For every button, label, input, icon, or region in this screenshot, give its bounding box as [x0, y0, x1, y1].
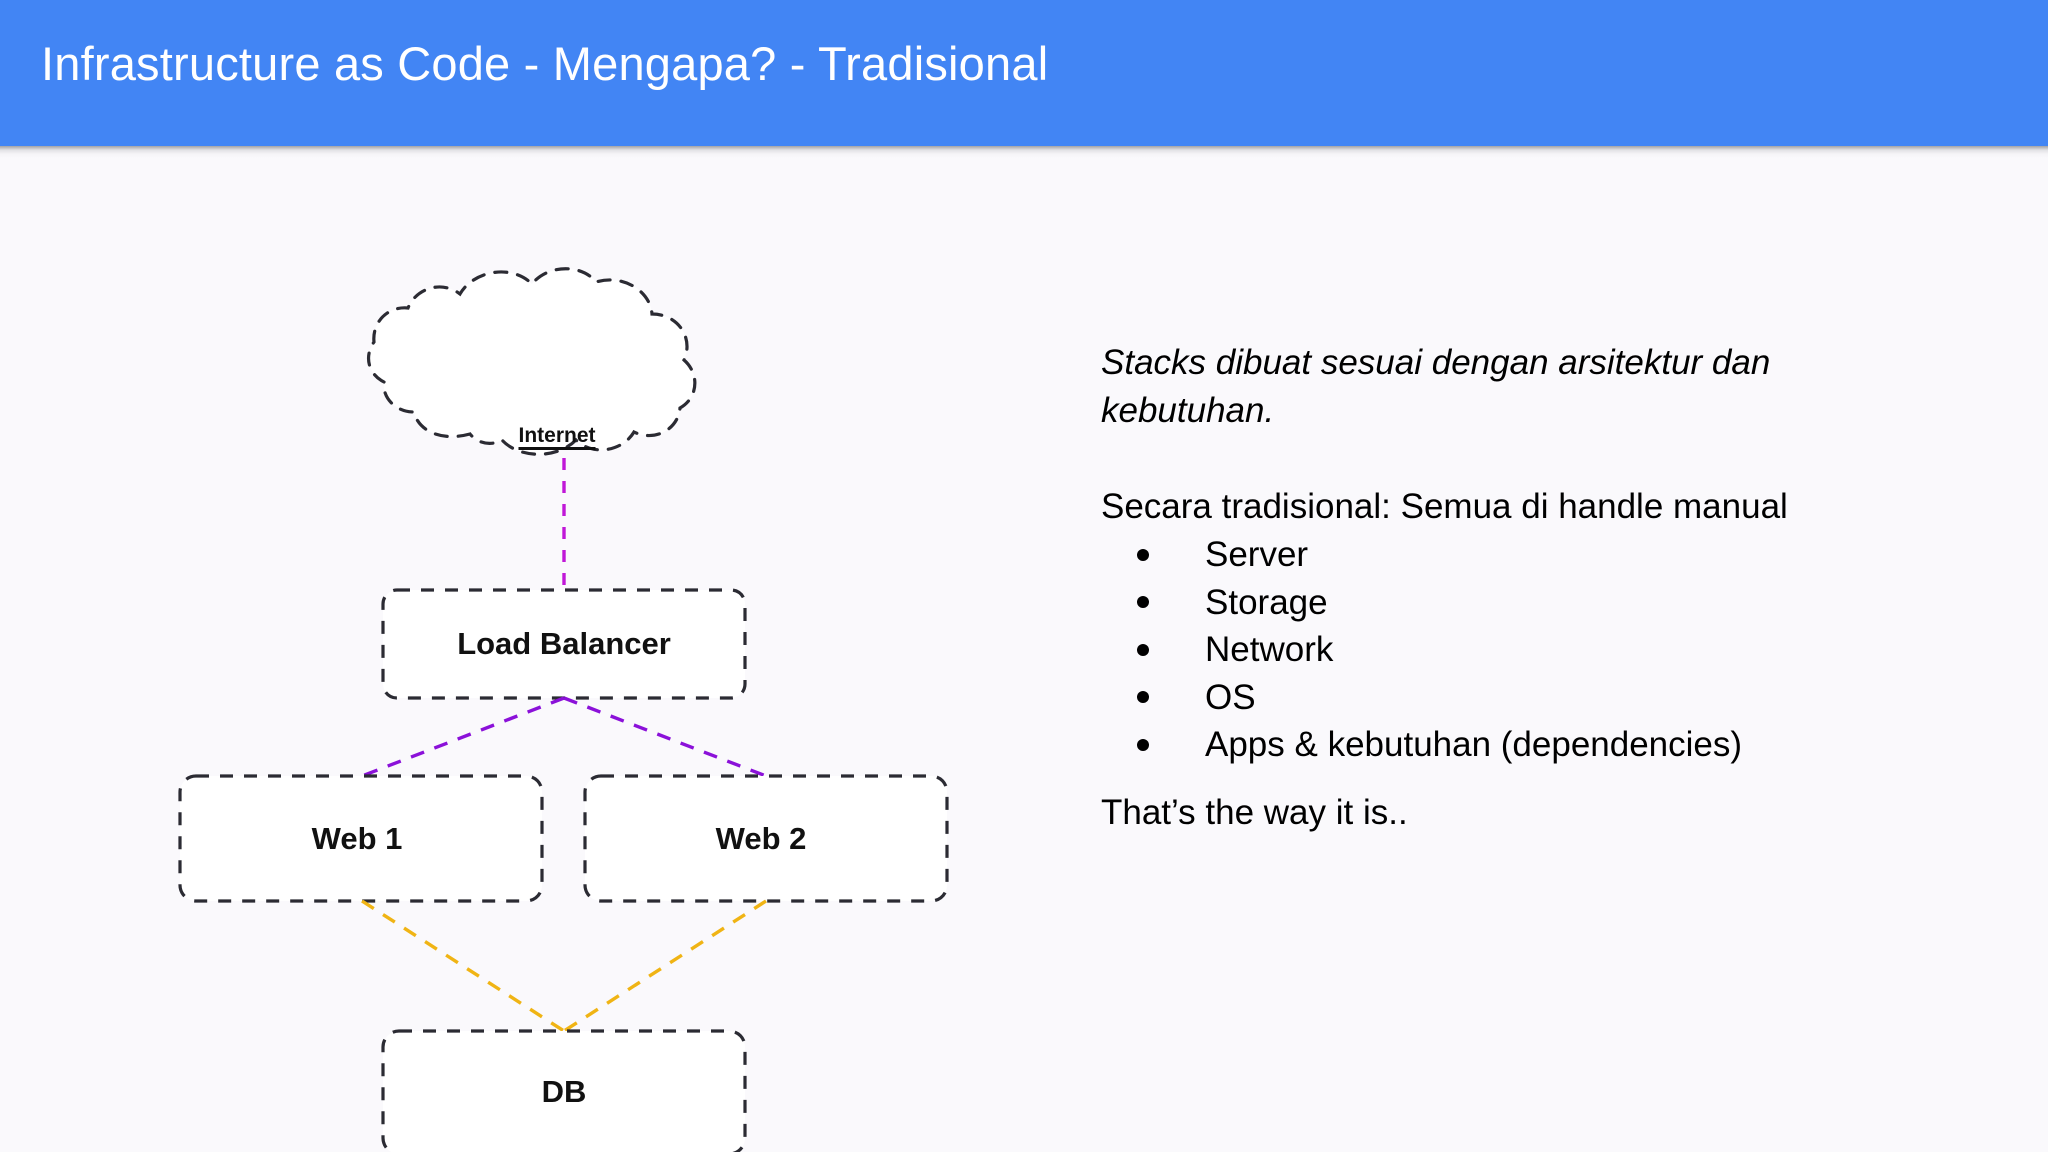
edge-load-balancer-to-web-2 [563, 696, 767, 778]
list-item-label: Network [1205, 630, 1334, 669]
slide-header-bar [0, 0, 2048, 146]
bullet-dot-icon [1137, 738, 1149, 751]
edge-web-2-to-db [563, 899, 767, 1033]
web-2-box[interactable] [583, 774, 949, 903]
list-item: Apps & kebutuhan (dependencies) [1101, 721, 1742, 769]
page-title: Infrastructure as Code - Mengapa? - Trad… [41, 37, 1049, 90]
db-box[interactable] [381, 1029, 747, 1152]
architecture-diagram: Internet Load Balancer Web 1 Web 2 DB [0, 146, 1060, 1152]
list-item: Network [1101, 626, 1742, 674]
web-1-box[interactable] [178, 774, 544, 903]
load-balancer-node-label: Load Balancer [457, 626, 671, 661]
list-item-label: OS [1205, 677, 1256, 717]
internet-cloud-node[interactable] [366, 267, 697, 456]
web-1-node-label: Web 1 [311, 821, 403, 856]
bullet-dot-icon [1137, 691, 1149, 704]
list-item-label: Apps & kebutuhan (dependencies) [1205, 725, 1743, 764]
intro-paragraph: Stacks dibuat sesuai dengan arsitektur d… [1101, 343, 1771, 430]
list-item-label: Storage [1205, 582, 1328, 622]
closing-paragraph: That’s the way it is.. [1101, 793, 1408, 832]
list-item-label: Server [1205, 535, 1309, 574]
db-node-label: DB [541, 1074, 587, 1109]
bullet-dot-icon [1137, 643, 1149, 656]
bullet-dot-icon [1137, 548, 1149, 561]
list-item: Storage [1101, 579, 1742, 627]
list-item: Server [1101, 531, 1742, 579]
web-2-node-label: Web 2 [715, 821, 807, 856]
bullet-dot-icon [1137, 596, 1149, 609]
edge-web-1-to-db [361, 899, 565, 1033]
edge-load-balancer-to-web-1 [361, 696, 565, 778]
diagram-canvas [178, 267, 949, 1152]
list-item: OS [1101, 674, 1742, 722]
manual-heading: Secara tradisional: Semua di handle manu… [1101, 487, 1788, 526]
internet-node-label: Internet [518, 424, 596, 447]
header-shadow-divider [0, 146, 2048, 158]
